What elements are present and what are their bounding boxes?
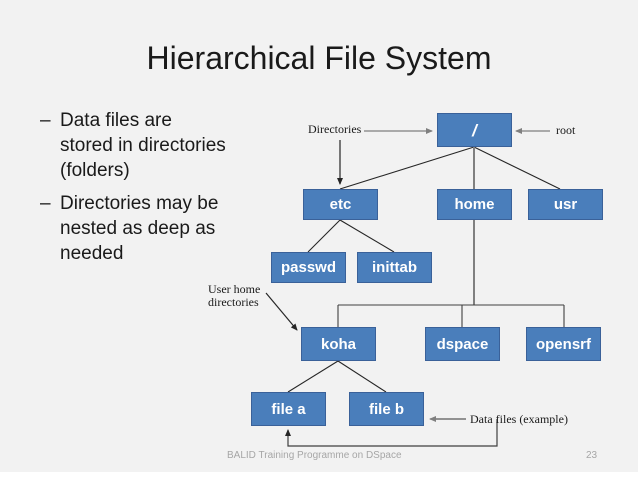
annotation-user-home-directories: User home directories (208, 282, 261, 309)
node-etc[interactable]: etc (303, 189, 378, 220)
edge-root-usr (473, 146, 561, 190)
annotation-data-files: Data files (example) (470, 412, 568, 426)
edge-koha-fileb (337, 360, 387, 393)
node-home[interactable]: home (437, 189, 512, 220)
node-koha[interactable]: koha (301, 327, 376, 361)
edge-etc-passwd (307, 219, 341, 253)
edge-etc-inittab (339, 219, 395, 253)
bullet-marker: – (40, 110, 51, 131)
bullet-text: Directories may be nested as deep as nee… (60, 193, 219, 264)
edge-root-etc (339, 146, 475, 190)
node-dspace[interactable]: dspace (425, 327, 500, 361)
node-passwd[interactable]: passwd (271, 252, 346, 283)
node-inittab[interactable]: inittab (357, 252, 432, 283)
bottom-strip (0, 472, 638, 479)
bullet-list: – Data files are stored in directories (… (40, 108, 230, 274)
node-opensrf[interactable]: opensrf (526, 327, 601, 361)
bullet-marker: – (40, 193, 51, 214)
node-usr[interactable]: usr (528, 189, 603, 220)
footer-page-number: 23 (586, 450, 598, 461)
arrow-datafiles-to-filea (285, 419, 498, 447)
bullet-text: Data files are stored in directories (fo… (60, 110, 226, 181)
edge-koha-filea (287, 360, 339, 393)
annotation-directories: Directories (308, 122, 362, 136)
list-item: – Directories may be nested as deep as n… (40, 191, 230, 266)
footer-text: BALID Training Programme on DSpace (227, 450, 402, 461)
annotation-root: root (556, 123, 576, 137)
node-file-b[interactable]: file b (349, 392, 424, 426)
list-item: – Data files are stored in directories (… (40, 108, 230, 183)
page-title: Hierarchical File System (146, 40, 492, 76)
node-file-a[interactable]: file a (251, 392, 326, 426)
node-root[interactable]: / (437, 113, 512, 147)
arrow-user-home-to-koha (265, 292, 298, 331)
